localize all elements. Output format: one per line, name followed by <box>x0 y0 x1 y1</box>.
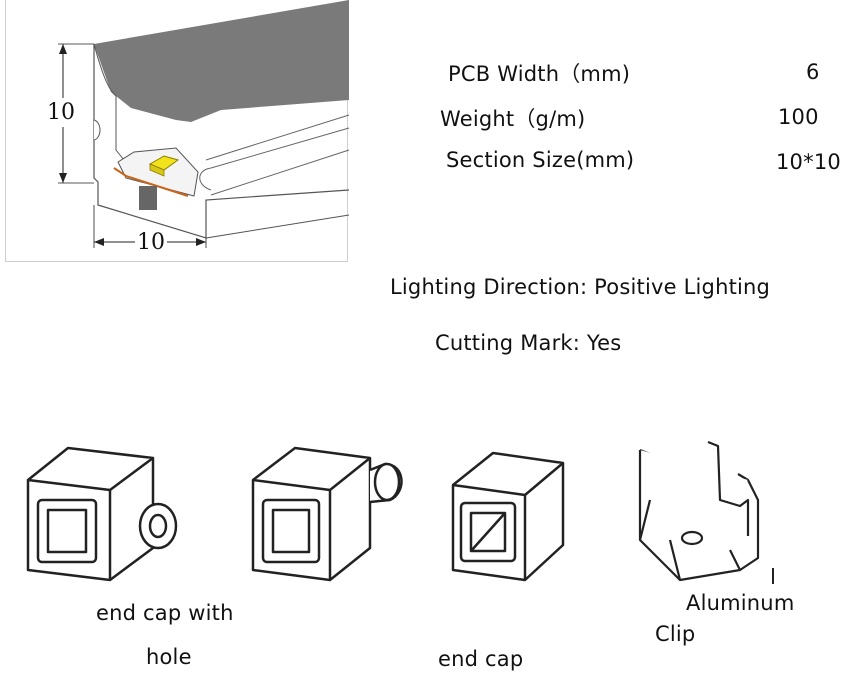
profile-cross-section-drawing <box>58 0 350 248</box>
end-cap-drawing <box>451 451 565 582</box>
end-cap-with-hole-drawing <box>26 446 178 582</box>
spec-value-section-size: 10*10 <box>776 150 841 174</box>
cutting-mark: Cutting Mark: Yes <box>435 331 622 355</box>
profile-diagram-panel <box>5 0 350 262</box>
spec-value-pcb-width: 6 <box>806 60 820 84</box>
end-cap-drawing-plug <box>251 446 403 582</box>
spec-label-pcb-width: PCB Width（mm) <box>448 62 631 86</box>
aluminum-clip-drawing <box>638 440 774 584</box>
profile-top-face <box>94 0 349 122</box>
label-aluminum-line2: Clip <box>655 622 696 646</box>
label-end-cap: end cap <box>438 647 524 671</box>
pcb-strip <box>113 167 189 197</box>
spec-label-section-size: Section Size(mm) <box>446 148 635 172</box>
lighting-direction: Lighting Direction: Positive Lighting <box>390 275 771 299</box>
label-end-cap-with-hole-line2: hole <box>146 645 192 669</box>
width-dimension-label: 10 <box>135 230 167 255</box>
spec-value-weight: 100 <box>778 105 819 129</box>
label-aluminum-line1: Aluminum <box>686 591 795 615</box>
height-dimension-label: 10 <box>47 98 75 127</box>
label-end-cap-with-hole-line1: end cap with <box>96 601 234 625</box>
base-slot <box>139 186 157 210</box>
spec-label-weight: Weight（g/m) <box>440 107 586 131</box>
